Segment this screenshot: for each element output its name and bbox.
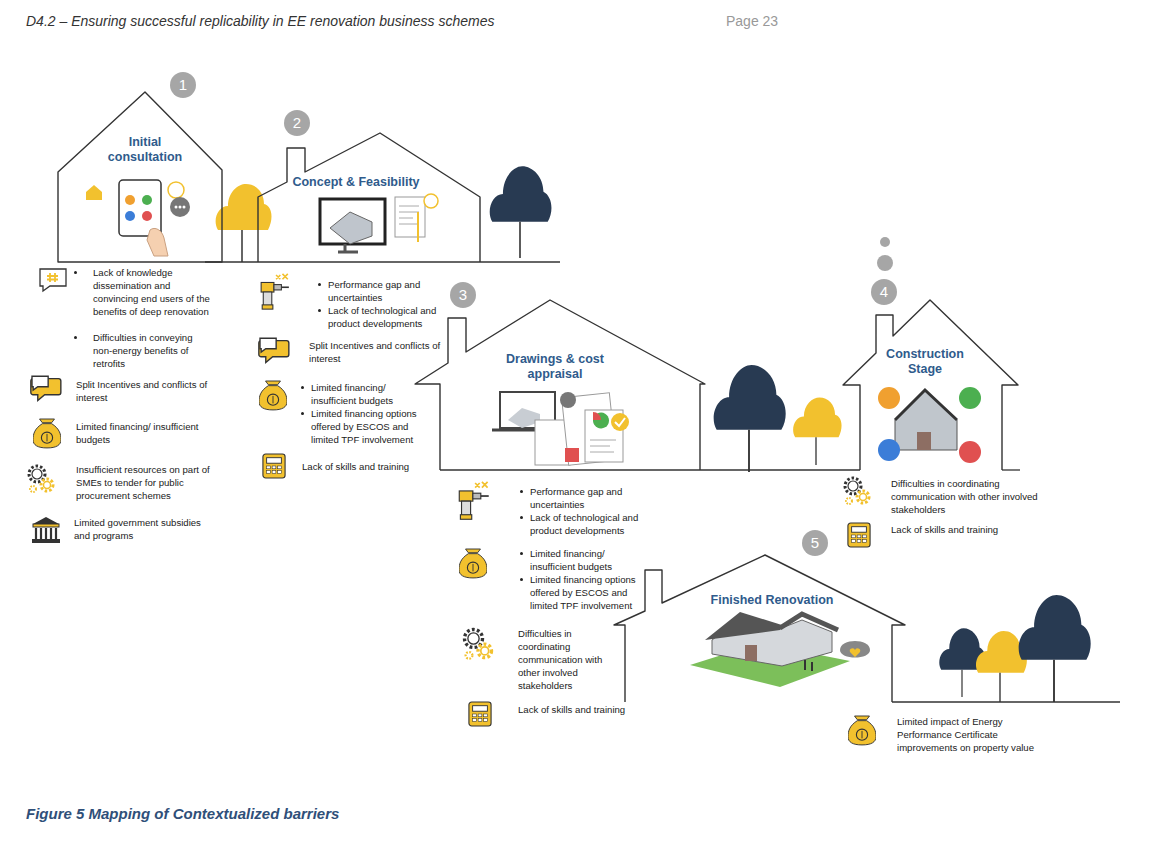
callout-number: 3 — [450, 282, 476, 308]
barrier-text: Insufficient resources on part of SMEs t… — [76, 463, 221, 502]
stage-title: Finished Renovation — [687, 593, 857, 608]
bullet-dot — [301, 386, 304, 389]
barrier-text: Performance gap and uncertainties — [328, 278, 446, 304]
bullet-dot — [301, 412, 304, 415]
barrier-text: Lack of skills and training — [302, 460, 447, 473]
barrier-text: Limited government subsidies and program… — [74, 516, 214, 542]
barrier-text: Split Incentives and conflicts of intere… — [309, 339, 449, 365]
stage-title: Construction Stage — [880, 347, 970, 377]
barrier-text: Lack of skills and training — [518, 703, 648, 716]
barrier-text: Lack of knowledge dissemination and conv… — [93, 266, 211, 318]
house-line — [58, 92, 222, 262]
barrier-text: Difficulties in conveying non-energy ben… — [93, 331, 211, 370]
house-line — [415, 300, 705, 470]
page-number: Page 23 — [726, 13, 778, 29]
barrier-text: Lack of technological and product develo… — [530, 511, 652, 537]
callout-number: 4 — [871, 279, 897, 305]
house-line — [614, 555, 905, 702]
house-line — [258, 133, 480, 262]
house-line — [843, 300, 1018, 470]
stage-title: Drawings & cost appraisal — [495, 352, 615, 382]
bullet-dot — [520, 516, 523, 519]
house-outline — [252, 128, 486, 266]
house-outline — [50, 80, 230, 266]
figure-caption: Figure 5 Mapping of Contextualized barri… — [26, 805, 339, 822]
barrier-text: Performance gap and uncertainties — [530, 485, 645, 511]
bullet-dot — [74, 336, 77, 339]
house-stage: Drawings & cost appraisal — [410, 295, 706, 473]
bullet-dot — [74, 271, 77, 274]
callout-number: 5 — [802, 530, 828, 556]
bullet-dot — [520, 552, 523, 555]
barrier-text: Limited impact of Energy Performance Cer… — [897, 715, 1052, 754]
stage-title: Concept & Feasibility — [271, 175, 441, 190]
barrier-text: Lack of skills and training — [891, 523, 1021, 536]
bullet-dot — [318, 283, 321, 286]
barrier-text: Limited financing options offered by ESC… — [311, 407, 436, 446]
bullet-dot — [520, 578, 523, 581]
house-stage: Initial consultation — [50, 80, 230, 266]
house-outline — [838, 295, 1024, 473]
house-stage: Finished Renovation — [608, 550, 910, 705]
barrier-text: Difficulties in coordinating communicati… — [891, 477, 1056, 516]
barrier-text: Limited financing/ insufficient budgets — [76, 420, 216, 446]
bullet-dot — [520, 490, 523, 493]
house-stage: Concept & Feasibility — [252, 128, 486, 266]
house-outline — [608, 550, 910, 705]
barrier-text: Limited financing options offered by ESC… — [530, 573, 650, 612]
barrier-text: Difficulties in coordinating communicati… — [518, 627, 613, 692]
callout-number: 2 — [284, 110, 310, 136]
page-header: D4.2 – Ensuring successful replicability… — [26, 13, 494, 29]
barrier-text: Split Incentives and conflicts of intere… — [76, 378, 211, 404]
stage-title: Initial consultation — [95, 135, 195, 165]
barrier-text: Limited financing/ insufficient budgets — [311, 381, 423, 407]
house-stage: Construction Stage — [838, 295, 1024, 473]
barrier-text: Limited financing/ insufficient budgets — [530, 547, 642, 573]
house-outline — [410, 295, 706, 473]
bullet-dot — [318, 309, 321, 312]
barrier-text: Lack of technological and product develo… — [328, 304, 448, 330]
callout-number: 1 — [170, 72, 196, 98]
